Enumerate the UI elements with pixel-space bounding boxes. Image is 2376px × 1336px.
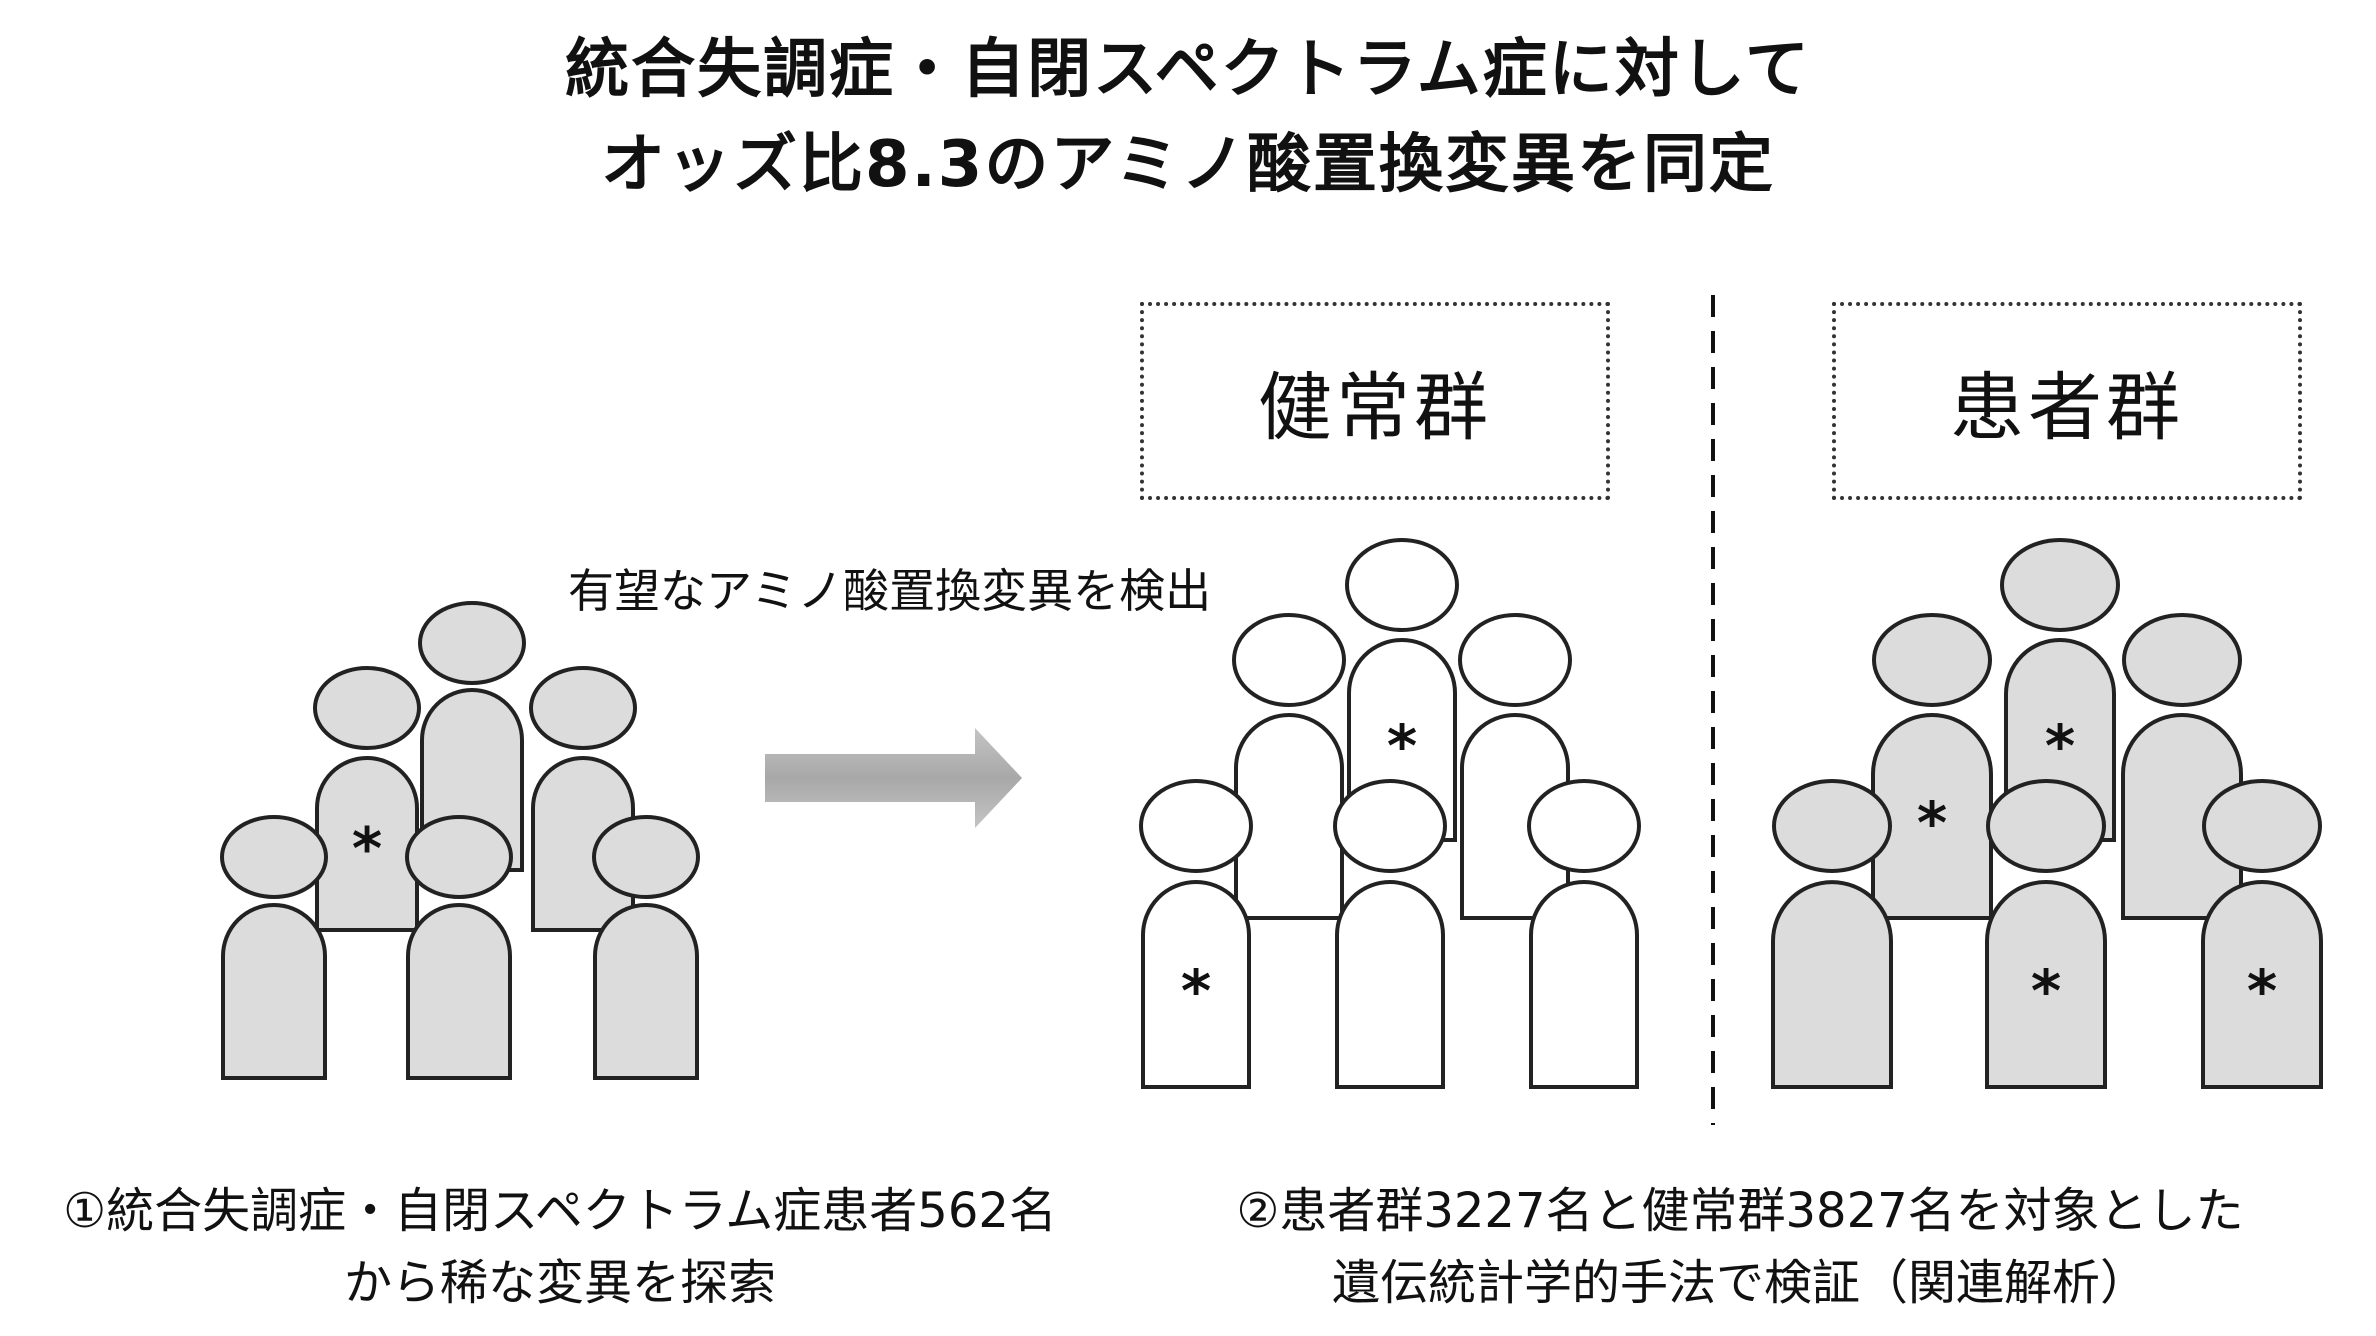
person-head [220, 815, 328, 899]
person-head [1872, 613, 1992, 707]
person-body [531, 756, 635, 932]
g1-person-mid-right [529, 666, 637, 932]
person-body [1234, 713, 1344, 920]
person-body [221, 903, 327, 1080]
patient-group-label: 患者群 [1950, 364, 2184, 451]
person-body [1335, 880, 1445, 1089]
person-body [315, 756, 419, 932]
healthy-person-mid-left [1232, 613, 1346, 920]
person-head [1458, 613, 1572, 707]
variant-marker: * [2031, 957, 2061, 1025]
person-head [1333, 779, 1447, 873]
arrow-caption: 有望なアミノ酸置換変異を検出 [568, 564, 1212, 618]
person-head [2000, 538, 2120, 632]
person-head [1527, 779, 1641, 873]
person-body [1871, 713, 1993, 920]
g1-person-front-left [220, 815, 328, 1080]
caption-right-line-1: ②患者群3227名と健常群3827名を対象とした [1236, 1183, 2244, 1239]
person-body [1985, 880, 2107, 1089]
person-body [1771, 880, 1893, 1089]
g1-person-front-right [592, 815, 700, 1080]
person-head [1139, 779, 1253, 873]
person-head [2202, 779, 2322, 873]
person-head [529, 666, 637, 750]
caption-right-line-2: 遺伝統計学的手法で検証（関連解析） [1331, 1255, 2148, 1311]
healthy-person-mid-right [1458, 613, 1572, 920]
healthy-group-box: 健常群 [1140, 302, 1610, 500]
patient-person-front-left [1771, 779, 1893, 1089]
person-head [313, 666, 421, 750]
person-body [2121, 713, 2243, 920]
person-head [418, 601, 526, 685]
caption-left-line-1: ①統合失調症・自閉スペクトラム症患者562名 [63, 1183, 1057, 1239]
person-head [1232, 613, 1346, 707]
caption-left-line-2: から稀な変異を探索 [343, 1255, 776, 1311]
g1-person-mid-left: * [313, 666, 421, 932]
healthy-group-label: 健常群 [1258, 364, 1492, 451]
person-body [1529, 880, 1639, 1089]
people-layer: * * * * * * * [220, 538, 2323, 1089]
variant-marker: * [1181, 957, 1211, 1025]
person-body [406, 903, 512, 1080]
person-head [405, 815, 513, 899]
variant-marker: * [1387, 712, 1417, 780]
patient-group-box: 患者群 [1832, 302, 2302, 500]
healthy-person-front-center [1333, 779, 1447, 1089]
person-head [2122, 613, 2242, 707]
person-head [1986, 779, 2106, 873]
person-body [1141, 880, 1251, 1089]
variant-marker: * [352, 815, 382, 883]
person-body [2201, 880, 2323, 1089]
person-head [1772, 779, 1892, 873]
variant-marker: * [2045, 712, 2075, 780]
caption-right: ②患者群3227名と健常群3827名を対象とした 遺伝統計学的手法で検証（関連解… [1180, 1175, 2300, 1319]
person-body [593, 903, 699, 1080]
person-head [1345, 538, 1459, 632]
patient-person-front-center: * [1985, 779, 2107, 1089]
variant-marker: * [1917, 789, 1947, 857]
person-body [1460, 713, 1570, 920]
g1-person-front-center [405, 815, 513, 1080]
patient-person-front-right: * [2201, 779, 2323, 1089]
caption-left: ①統合失調症・自閉スペクトラム症患者562名 から稀な変異を探索 [40, 1175, 1080, 1319]
title-line-1: 統合失調症・自閉スペクトラム症に対して [565, 33, 1811, 107]
person-head [592, 815, 700, 899]
variant-marker: * [2247, 957, 2277, 1025]
patient-person-mid-left: * [1871, 613, 1993, 920]
right-arrow-icon [765, 728, 1022, 828]
healthy-person-front-right [1527, 779, 1641, 1089]
title-line-2: オッズ比8.3のアミノ酸置換変異を同定 [600, 128, 1776, 202]
patient-person-mid-right [2121, 613, 2243, 920]
healthy-person-front-left: * [1139, 779, 1253, 1089]
